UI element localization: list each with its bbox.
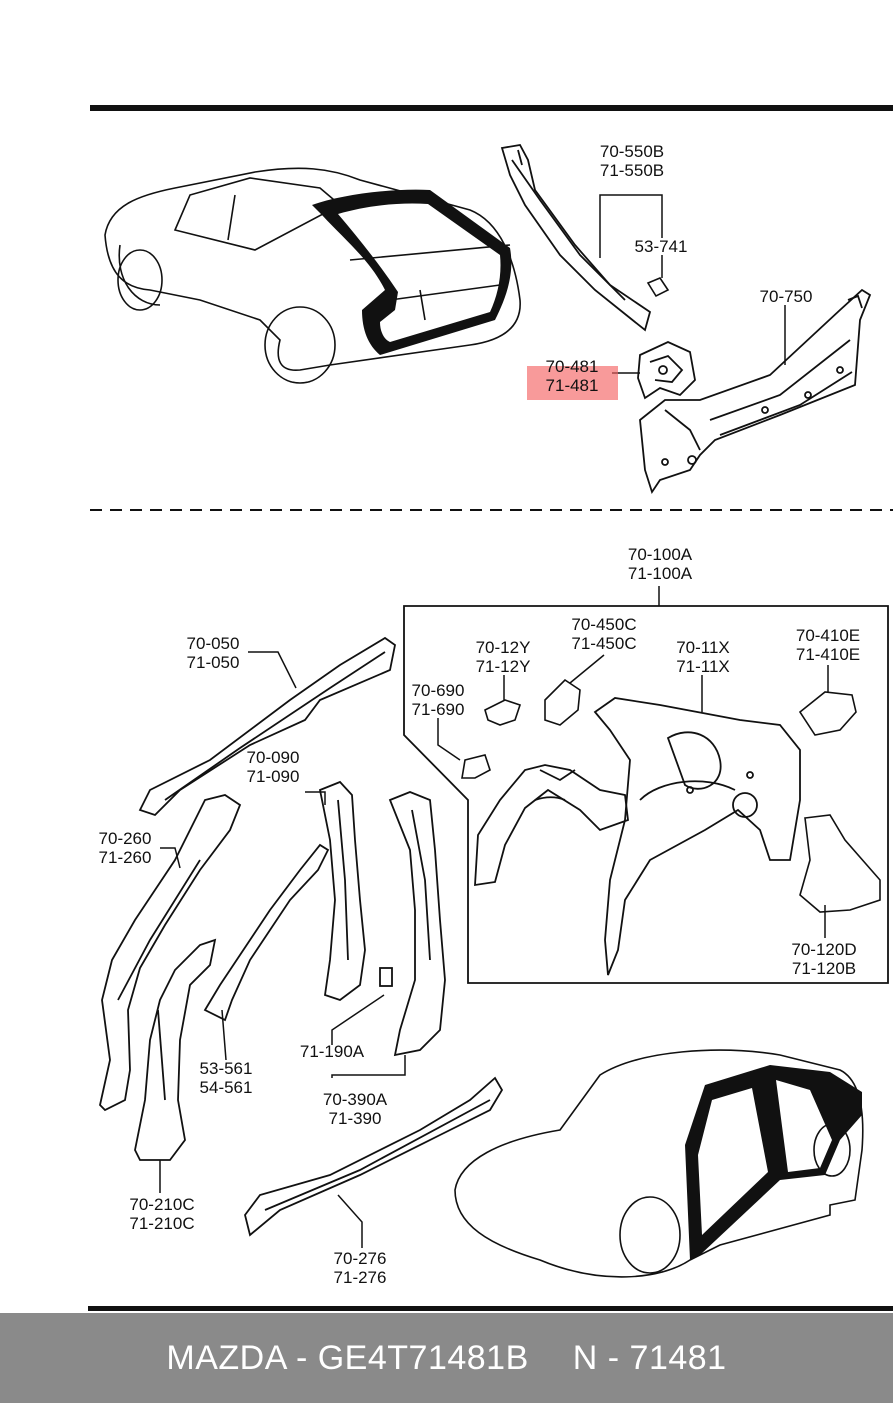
label-71-190a: 71-190A [299, 1042, 365, 1061]
center-pillar-outer-part [388, 791, 446, 1057]
inset-leaders [437, 654, 829, 938]
label-70-750: 70-750 [759, 287, 813, 306]
top-rule [90, 105, 893, 111]
footer-reference: N - 71481 [572, 1338, 727, 1377]
inner-structure-box [403, 605, 889, 984]
roof-rail-part [138, 636, 396, 817]
part-number-footer: MAZDA - GE4T71481B N - 71481 [0, 1313, 893, 1403]
footer-part-number: MAZDA - GE4T71481B [166, 1338, 529, 1377]
front-pillar-part [99, 794, 242, 1112]
inner-wheel-arch-part [474, 764, 629, 887]
bracket-part-481 [637, 341, 696, 400]
upper-rail-part [500, 144, 652, 332]
diagram-drawing [88, 105, 893, 1311]
center-pillar-reinforcement [203, 843, 330, 1022]
car-rear-outline [104, 167, 521, 384]
clip-part [646, 277, 670, 298]
part-highlight [527, 366, 618, 400]
side-sill-part [244, 1076, 504, 1237]
lower-leaders [159, 651, 406, 1248]
center-pillar-part [318, 780, 393, 1002]
bottom-rule [88, 1306, 893, 1311]
trunk-seal-highlight [312, 189, 512, 355]
top-leaders [599, 194, 786, 374]
rear-panel-part [639, 288, 872, 495]
inset-small-parts [461, 678, 881, 913]
door-opening-highlight [685, 1065, 862, 1260]
rear-wheelhouse-part [593, 697, 801, 976]
label-53-741: 53-741 [634, 237, 688, 256]
hinge-pillar-part [134, 938, 217, 1161]
